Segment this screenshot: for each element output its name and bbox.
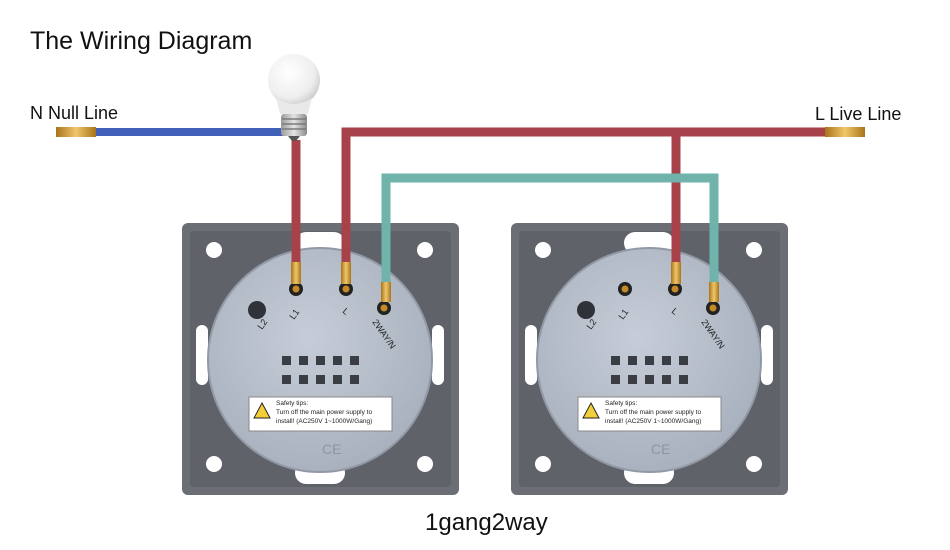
terminal-screw xyxy=(377,301,391,315)
terminal-label-l: L xyxy=(670,306,680,317)
null-wire-end xyxy=(56,127,96,137)
screw-hole xyxy=(535,456,551,472)
terminal-lead xyxy=(671,262,681,284)
terminal-lead xyxy=(291,262,301,284)
terminal-label-l2: L2 xyxy=(584,317,598,331)
screw-hole xyxy=(417,242,433,258)
safety-line-1: Turn off the main power supply to xyxy=(605,409,701,416)
warning-icon xyxy=(582,401,600,419)
terminal-lead xyxy=(709,282,719,302)
live-line-label: L Live Line xyxy=(815,104,901,124)
safety-heading: Safety tips: xyxy=(276,400,308,407)
terminal-label-l1: L1 xyxy=(287,307,301,321)
screw-hole xyxy=(746,456,762,472)
caption-label: 1gang2way xyxy=(425,509,548,536)
safety-line-2: install! (AC250V 1~1000W/Gang) xyxy=(605,418,701,425)
safety-line-2: install! (AC250V 1~1000W/Gang) xyxy=(276,418,372,425)
terminal-screw xyxy=(289,282,303,296)
ce-mark: CE xyxy=(651,441,670,457)
terminal-label-l1: L1 xyxy=(616,307,630,321)
terminal-label-l: L xyxy=(341,306,351,317)
terminal-lead xyxy=(381,282,391,302)
terminal-screw xyxy=(339,282,353,296)
terminal-screw xyxy=(706,301,720,315)
bulb-glass xyxy=(268,54,320,106)
warning-icon xyxy=(253,401,271,419)
screw-hole xyxy=(206,456,222,472)
safety-label: Safety tips: Turn off the main power sup… xyxy=(248,396,393,432)
screw-hole xyxy=(746,242,762,258)
screw-hole xyxy=(417,456,433,472)
ce-mark: CE xyxy=(322,441,341,457)
safety-heading: Safety tips: xyxy=(605,400,637,407)
terminal-screw xyxy=(618,282,632,296)
wire-ends xyxy=(56,127,865,302)
safety-label: Safety tips: Turn off the main power sup… xyxy=(577,396,722,432)
diagram-title: The Wiring Diagram xyxy=(30,27,252,55)
terminal-lead xyxy=(341,262,351,284)
switch-module-1: L2 L1 L 2WAY/N Safety tips: Turn off the… xyxy=(182,223,459,495)
live-wire-end xyxy=(825,127,865,137)
bulb-base xyxy=(281,114,307,136)
screw-hole xyxy=(535,242,551,258)
terminal-label-l2: L2 xyxy=(255,317,269,331)
switch-module-2: L2 L1 L 2WAY/N Safety tips: Turn off the… xyxy=(511,223,788,495)
null-line-label: N Null Line xyxy=(30,103,118,123)
screw-hole xyxy=(206,242,222,258)
light-bulb xyxy=(268,54,320,141)
live-feed-wire xyxy=(341,127,825,262)
terminal-screw xyxy=(668,282,682,296)
safety-line-1: Turn off the main power supply to xyxy=(276,409,372,416)
traveler-wire xyxy=(381,173,719,282)
